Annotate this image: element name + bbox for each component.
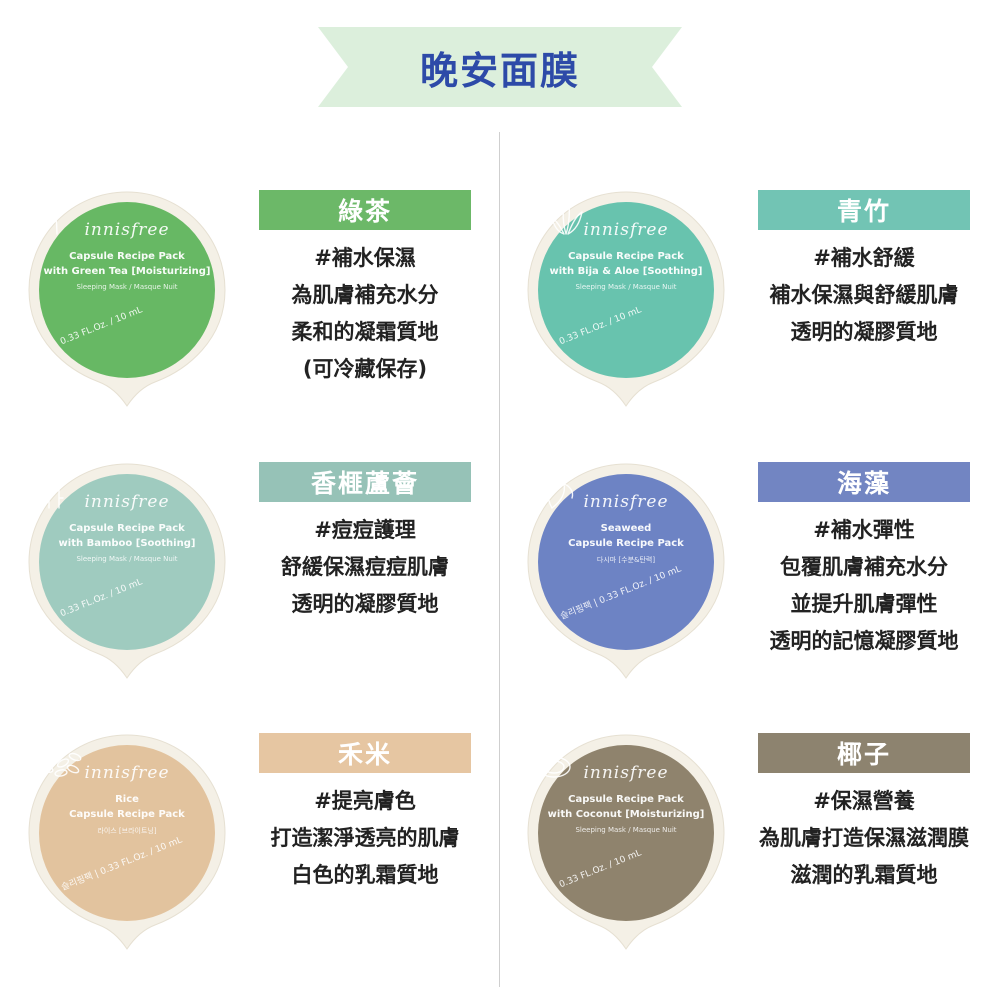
capsule-line-2: with Coconut [Moisturizing] — [547, 809, 705, 820]
capsule-line-2: with Bija & Aloe [Soothing] — [549, 266, 703, 277]
capsule-brand: innisfree — [583, 220, 669, 240]
product-tagline: #痘痘護理 — [314, 518, 416, 542]
product-description: #補水舒緩補水保濕與舒緩肌膚透明的凝膠質地 — [748, 240, 980, 351]
product-description-line: 補水保濕與舒緩肌膚 — [769, 283, 959, 307]
capsule-line-1: Rice — [115, 794, 139, 805]
product-description: #痘痘護理舒緩保濕痘痘肌膚透明的凝膠質地 — [249, 512, 481, 623]
product-description-line: 為肌膚補充水分 — [291, 283, 439, 307]
capsule-lid-shape — [527, 191, 725, 407]
capsule-brand: innisfree — [583, 763, 669, 783]
product-bamboo: innisfree Capsule Recipe Pack with Bambo… — [27, 462, 507, 712]
product-description-line: 透明的記憶凝膠質地 — [769, 629, 959, 653]
product-description-line: 打造潔淨透亮的肌膚 — [270, 826, 460, 850]
capsule-line-2: with Bamboo [Soothing] — [58, 538, 196, 549]
capsule-lid-shape — [527, 463, 725, 679]
capsule-lid-shape — [28, 734, 226, 950]
product-tagline: #保濕營養 — [813, 789, 915, 813]
capsule-line-1: Capsule Recipe Pack — [69, 523, 185, 534]
capsule-pack: innisfree Rice Capsule Recipe Pack 라이스 [… — [27, 733, 227, 950]
product-description-line: 滋潤的乳霜質地 — [790, 863, 938, 887]
capsule-brand: innisfree — [583, 492, 669, 512]
product-description: #補水保濕為肌膚補充水分柔和的凝霜質地 (可冷藏保存) — [249, 240, 481, 388]
capsule-pack: innisfree Seaweed Capsule Recipe Pack 다시… — [526, 462, 726, 679]
coconut-icon — [535, 740, 573, 778]
product-tagline: #提亮膚色 — [314, 789, 416, 813]
capsule-pack: innisfree Capsule Recipe Pack with Bambo… — [27, 462, 227, 679]
product-tagline: #補水彈性 — [813, 518, 915, 542]
ribbon-banner-shape — [318, 27, 682, 107]
product-description-line: 透明的凝膠質地 — [291, 592, 439, 616]
product-description-line: 包覆肌膚補充水分 — [780, 555, 948, 579]
tea-leaf-icon — [38, 193, 74, 235]
capsule-brand: innisfree — [84, 492, 170, 512]
product-name-label: 椰子 — [758, 733, 970, 773]
capsule-brand: innisfree — [84, 763, 170, 783]
product-name-label: 青竹 — [758, 190, 970, 230]
product-seaweed: innisfree Seaweed Capsule Recipe Pack 다시… — [526, 462, 1000, 712]
capsule-line-3: Sleeping Mask / Masque Nuit — [575, 826, 677, 834]
product-green-tea: innisfree Capsule Recipe Pack with Green… — [27, 190, 507, 440]
product-description: #提亮膚色打造潔淨透亮的肌膚白色的乳霜質地 — [249, 783, 481, 894]
capsule-line-1: Seaweed — [600, 523, 652, 534]
capsule-line-3: 라이스 [브라이트닝] — [97, 827, 157, 835]
rice-grain-icon — [32, 752, 82, 777]
product-description: #保濕營養為肌膚打造保濕滋潤膜滋潤的乳霜質地 — [748, 783, 980, 894]
capsule-line-1: Capsule Recipe Pack — [69, 251, 185, 262]
capsule-line-3: Sleeping Mask / Masque Nuit — [76, 283, 178, 291]
capsule-lid-shape — [28, 463, 226, 679]
center-divider — [499, 132, 500, 987]
capsule-pack: innisfree Capsule Recipe Pack with Cocon… — [526, 733, 726, 950]
product-description-line: 柔和的凝霜質地 — [291, 320, 439, 344]
capsule-brand: innisfree — [84, 220, 170, 240]
capsule-line-3: Sleeping Mask / Masque Nuit — [575, 283, 677, 291]
product-coconut: innisfree Capsule Recipe Pack with Cocon… — [526, 733, 1000, 983]
product-description: #補水彈性包覆肌膚補充水分並提升肌膚彈性透明的記憶凝膠質地 — [748, 512, 980, 660]
product-rice: innisfree Rice Capsule Recipe Pack 라이스 [… — [27, 733, 507, 983]
capsule-lid-shape — [527, 734, 725, 950]
product-description-line: 舒緩保濕痘痘肌膚 — [281, 555, 449, 579]
product-description-line: 透明的凝膠質地 — [790, 320, 938, 344]
product-tagline: #補水舒緩 — [813, 246, 915, 270]
product-description-line: 白色的乳霜質地 — [291, 863, 439, 887]
capsule-line-2: Capsule Recipe Pack — [568, 538, 684, 549]
title-ribbon: 晚安面膜 — [318, 27, 682, 107]
capsule-line-1: Capsule Recipe Pack — [568, 251, 684, 262]
product-description-line: 為肌膚打造保濕滋潤膜 — [759, 826, 969, 850]
product-name-label: 禾米 — [259, 733, 471, 773]
capsule-line-2: Capsule Recipe Pack — [69, 809, 185, 820]
product-description-line: 並提升肌膚彈性 — [790, 592, 938, 616]
capsule-line-2: with Green Tea [Moisturizing] — [43, 266, 211, 277]
product-description-line: (可冷藏保存) — [302, 357, 428, 381]
seaweed-icon — [542, 463, 574, 509]
capsule-line-3: 다시마 [수분&탄력] — [596, 556, 656, 564]
capsule-lid-shape — [28, 191, 226, 407]
product-name-label: 綠茶 — [259, 190, 471, 230]
bamboo-icon — [40, 465, 70, 509]
product-name-label: 海藻 — [758, 462, 970, 502]
product-tagline: #補水保濕 — [314, 246, 416, 270]
page-title: 晚安面膜 — [419, 48, 580, 93]
capsule-pack: innisfree Capsule Recipe Pack with Green… — [27, 190, 227, 407]
capsule-line-1: Capsule Recipe Pack — [568, 794, 684, 805]
capsule-line-3: Sleeping Mask / Masque Nuit — [76, 555, 178, 563]
product-bija-aloe: innisfree Capsule Recipe Pack with Bija … — [526, 190, 1000, 440]
product-name-label: 香榧蘆薈 — [259, 462, 471, 502]
capsule-pack: innisfree Capsule Recipe Pack with Bija … — [526, 190, 726, 407]
bija-aloe-leaf-icon — [529, 193, 583, 235]
